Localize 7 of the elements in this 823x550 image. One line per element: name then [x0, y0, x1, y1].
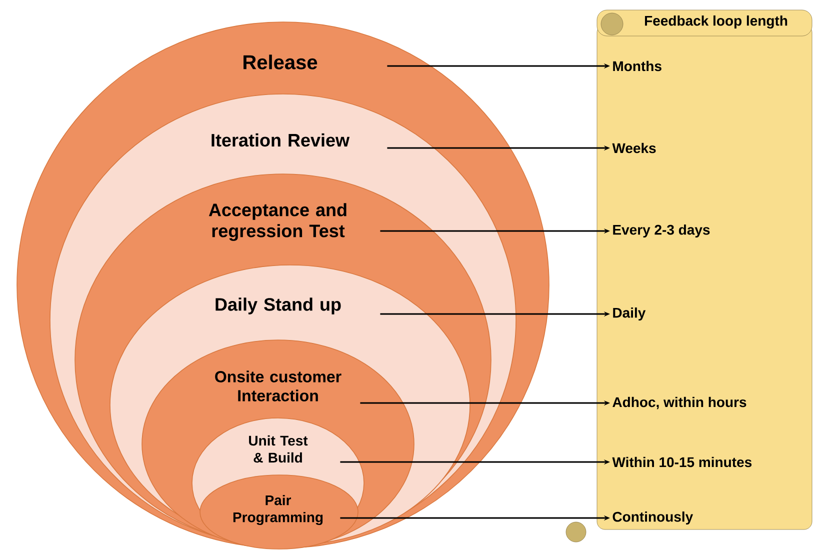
duration-text: Daily	[613, 307, 646, 321]
duration-text: Within 10-15 minutes	[612, 456, 752, 468]
duration-text: Continously	[612, 511, 694, 525]
duration-text: Every 2-3 days	[613, 224, 710, 238]
duration-text: Weeks	[612, 142, 656, 154]
duration-text: Months	[613, 60, 662, 72]
duration-text: Adhoc, within hours	[612, 396, 746, 410]
